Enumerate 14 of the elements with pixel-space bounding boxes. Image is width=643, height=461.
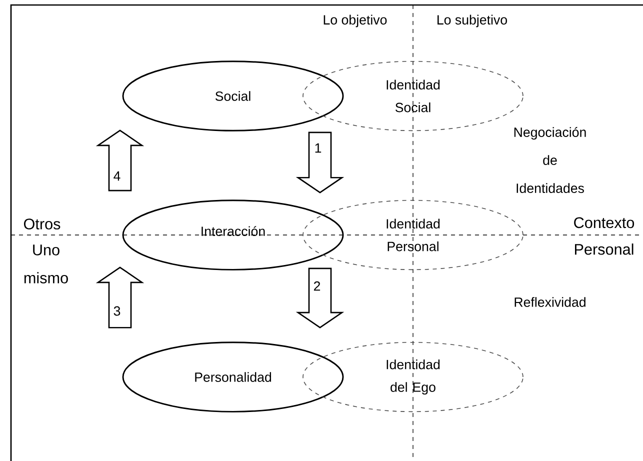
block-arrow (296, 268, 344, 328)
block-arrow (96, 266, 144, 328)
text-label: Lo objetivo (324, 14, 387, 28)
text-label: Uno mismo (24, 244, 68, 284)
text-label: Reflexividad (514, 297, 586, 307)
block-arrow (96, 130, 144, 192)
arrow-number: 2 (314, 281, 320, 291)
arrow-number: 3 (114, 306, 120, 316)
text-label: Lo subjetivo (438, 14, 507, 28)
text-label: Contexto Personal (574, 217, 634, 255)
arrow-number: 4 (114, 171, 120, 181)
text-label: Otros (24, 218, 60, 230)
arrow-number: 1 (315, 143, 322, 153)
block-arrow (296, 132, 344, 194)
